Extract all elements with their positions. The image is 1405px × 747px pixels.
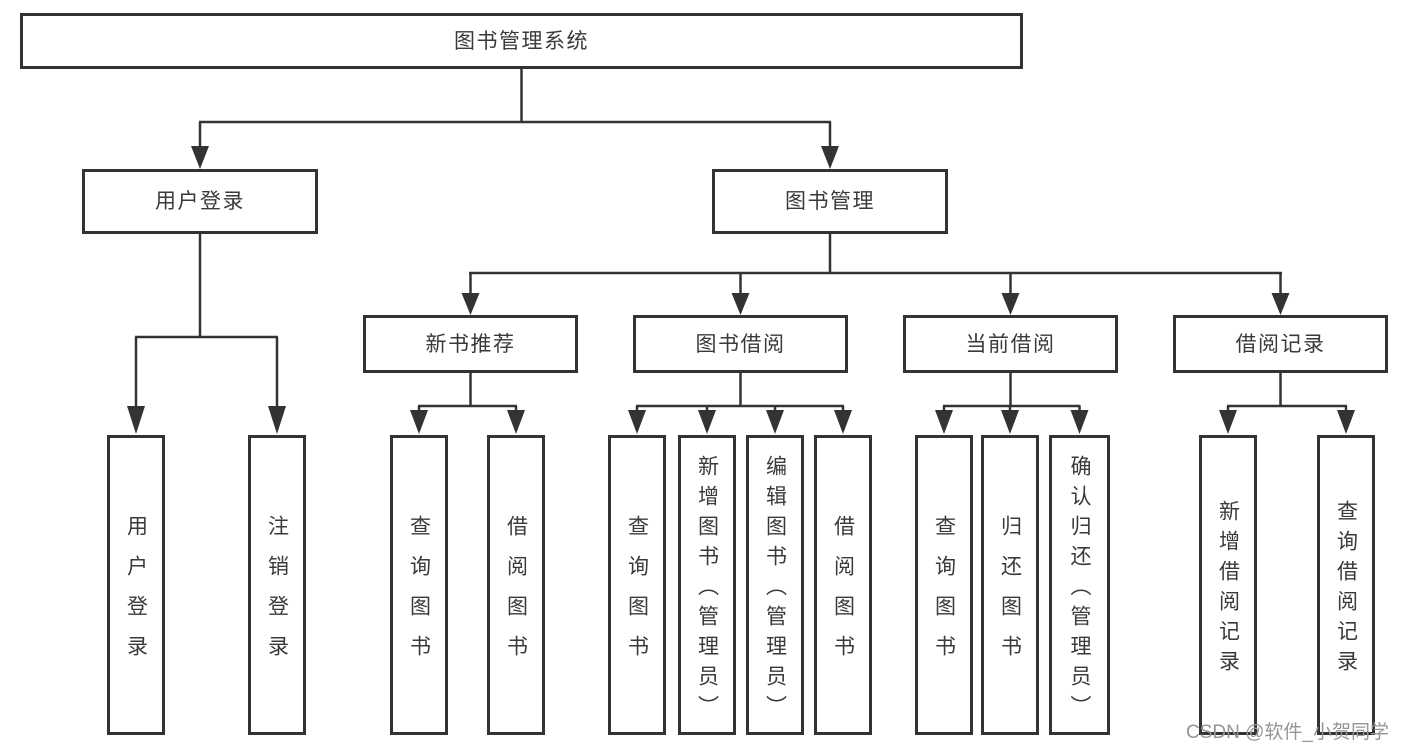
node-new-book-recommendation: 新书推荐 [363,315,578,373]
leaf-return-book-label: 归还图书 [998,514,1022,675]
leaf-add-borrow-record-label: 新增借阅记录 [1216,499,1240,680]
leaf-query-books-recommend-label: 查询图书 [407,514,431,675]
leaf-add-borrow-record: 新增借阅记录 [1199,435,1257,735]
leaf-query-books-recommend: 查询图书 [390,435,448,735]
leaf-confirm-return-admin-label: 确认归还（管理员） [1068,454,1091,725]
leaf-query-books-current: 查询图书 [915,435,973,735]
node-new-book-recommendation-label: 新书推荐 [425,332,516,356]
leaf-borrow-books-recommend: 借阅图书 [487,435,545,735]
node-library-management-system: 图书管理系统 [20,13,1023,69]
leaf-query-borrow-record: 查询借阅记录 [1317,435,1375,735]
csdn-watermark: CSDN @软件_小贺同学 [1186,722,1389,743]
leaf-logout: 注销登录 [248,435,306,735]
node-book-management-label: 图书管理 [785,190,875,213]
leaf-confirm-return-admin: 确认归还（管理员） [1049,435,1110,735]
leaf-query-books-borrowing-label: 查询图书 [625,514,649,675]
leaf-logout-label: 注销登录 [265,514,289,675]
leaf-edit-book-admin: 编辑图书（管理员） [746,435,804,735]
leaf-query-books-current-label: 查询图书 [932,514,956,675]
leaf-add-book-admin: 新增图书（管理员） [678,435,736,735]
leaf-borrow-books-borrowing: 借阅图书 [814,435,872,735]
node-book-borrowing-label: 图书借阅 [695,332,786,356]
node-borrowing-records: 借阅记录 [1173,315,1388,373]
leaf-add-book-admin-label: 新增图书（管理员） [695,454,719,725]
node-user-login-label: 用户登录 [155,190,245,213]
leaf-borrow-books-borrowing-label: 借阅图书 [831,514,855,675]
leaf-user-login-label: 用户登录 [124,514,148,675]
node-current-borrowing: 当前借阅 [903,315,1118,373]
node-book-management: 图书管理 [712,169,948,234]
node-current-borrowing-label: 当前借阅 [965,332,1056,356]
node-book-borrowing: 图书借阅 [633,315,848,373]
leaf-query-borrow-record-label: 查询借阅记录 [1334,499,1358,680]
leaf-edit-book-admin-label: 编辑图书（管理员） [763,454,787,725]
leaf-borrow-books-recommend-label: 借阅图书 [504,514,528,675]
node-borrowing-records-label: 借阅记录 [1235,332,1326,356]
node-user-login: 用户登录 [82,169,318,234]
leaf-return-book: 归还图书 [981,435,1039,735]
node-library-management-system-label: 图书管理系统 [454,29,589,53]
leaf-query-books-borrowing: 查询图书 [608,435,666,735]
leaf-user-login: 用户登录 [107,435,165,735]
